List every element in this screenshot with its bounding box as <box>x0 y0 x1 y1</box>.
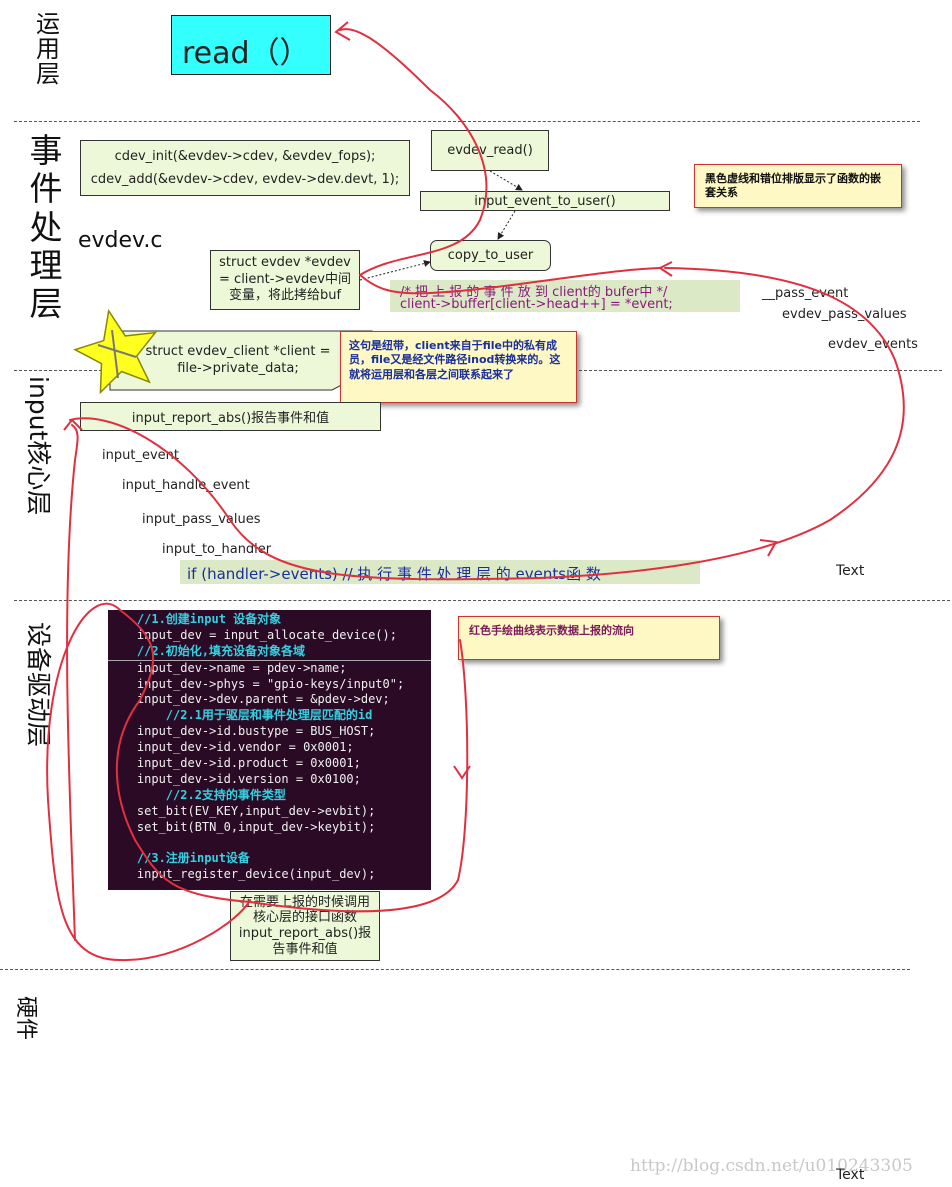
code-line: input_dev->id.bustype = BUS_HOST; <box>108 724 376 739</box>
layer-label-app: 运用层 <box>36 10 60 89</box>
read-box: read（） <box>171 15 331 75</box>
cdev-init-text: cdev_init(&evdev->cdev, &evdev_fops); <box>114 149 376 164</box>
separator-core-driver <box>14 600 950 601</box>
separator-driver-hardware <box>0 969 910 970</box>
code-line <box>108 835 431 851</box>
code-line: input_dev = input_allocate_device(); <box>108 627 397 642</box>
cdev-box: cdev_init(&evdev->cdev, &evdev_fops); cd… <box>80 140 410 196</box>
input-event-label: input_event <box>102 448 179 463</box>
code-line: //3.注册input设备 <box>108 851 250 866</box>
evdev-read-box: evdev_read() <box>431 130 549 171</box>
struct-client-text: struct evdev_client *client = file->priv… <box>145 344 331 376</box>
code-line: input_dev->id.product = 0x0001; <box>108 756 361 771</box>
watermark: http://blog.csdn.net/u010243305 <box>630 1156 913 1176</box>
evdev-events-label: evdev_events <box>828 337 918 352</box>
code-line: set_bit(BTN_0,input_dev->keybit); <box>108 819 376 834</box>
code-line: input_dev->name = pdev->name; <box>108 660 347 675</box>
code-line: input_dev->id.version = 0x0100; <box>108 771 361 786</box>
input-event-to-user-box: input_event_to_user() <box>420 191 670 211</box>
code-line: input_register_device(input_dev); <box>108 867 376 882</box>
nesting-arrow-1 <box>489 170 523 191</box>
input-handle-event-label: input_handle_event <box>122 478 250 493</box>
nesting-arrow-2 <box>497 210 516 240</box>
code-line: //1.创建input 设备对象 <box>108 612 282 626</box>
nesting-arrow-3 <box>359 260 431 281</box>
layer-label-core: input核心层 <box>24 376 53 516</box>
code-line: //2.1用于驱层和事件处理层匹配的id <box>108 708 373 723</box>
buffer-code: client->buffer[client->head++] = *event; <box>400 297 673 312</box>
layer-label-event: 事件处理层 <box>29 131 63 324</box>
input-pass-values-label: input_pass_values <box>142 512 261 527</box>
note-red-curve: 红色手绘曲线表示数据上报的流向 <box>458 616 720 660</box>
evdev-file-label: evdev.c <box>78 228 163 253</box>
cdev-add-text: cdev_add(&evdev->cdev, evdev->dev.devt, … <box>90 172 400 187</box>
input-to-handler-label: input_to_handler <box>162 542 272 557</box>
driver-code-block: //1.创建input 设备对象 input_dev = input_alloc… <box>108 610 431 890</box>
struct-evdev-box: struct evdev *evdev = client->evdev中间变量，… <box>210 250 360 310</box>
red-arrowhead-top <box>334 21 351 41</box>
red-arrowhead-right <box>658 261 673 277</box>
code-line: set_bit(EV_KEY,input_dev->evbit); <box>108 803 376 818</box>
text-label-core: Text <box>836 563 865 579</box>
handler-events-code: if (handler->events) // 执 行 事 件 处 理 层 的 … <box>187 565 601 583</box>
red-arrowhead-driver <box>453 765 471 780</box>
layer-label-hardware: 硬件 <box>13 996 38 1041</box>
note-nesting: 黑色虚线和错位排版显示了函数的嵌套关系 <box>694 164 902 208</box>
separator-app-event <box>14 121 920 122</box>
code-line: //2.初始化,填充设备对象各域 <box>108 644 431 661</box>
code-line: input_dev->id.vendor = 0x0001; <box>108 740 354 755</box>
red-arrowhead-core <box>759 539 778 557</box>
note-client: 这句是纽带，client来自于file中的私有成员，file又是经文件路径ino… <box>340 331 577 403</box>
code-line: input_dev->phys = "gpio-keys/input0"; <box>108 676 405 691</box>
pass-event-label: __pass_event <box>762 286 849 301</box>
report-abs-box: input_report_abs()报告事件和值 <box>80 402 381 431</box>
copy-to-user-box: copy_to_user <box>430 240 551 271</box>
code-line: input_dev->dev.parent = &pdev->dev; <box>108 692 390 707</box>
text-label-bottom: Text <box>836 1167 865 1183</box>
code-line: //2.2支持的事件类型 <box>108 787 286 802</box>
layer-label-driver: 设备驱动层 <box>24 622 53 748</box>
driver-report-box: 在需要上报的时候调用核心层的接口函数input_report_abs()报告事件… <box>230 891 380 961</box>
evdev-pass-values-label: evdev_pass_values <box>782 307 907 322</box>
